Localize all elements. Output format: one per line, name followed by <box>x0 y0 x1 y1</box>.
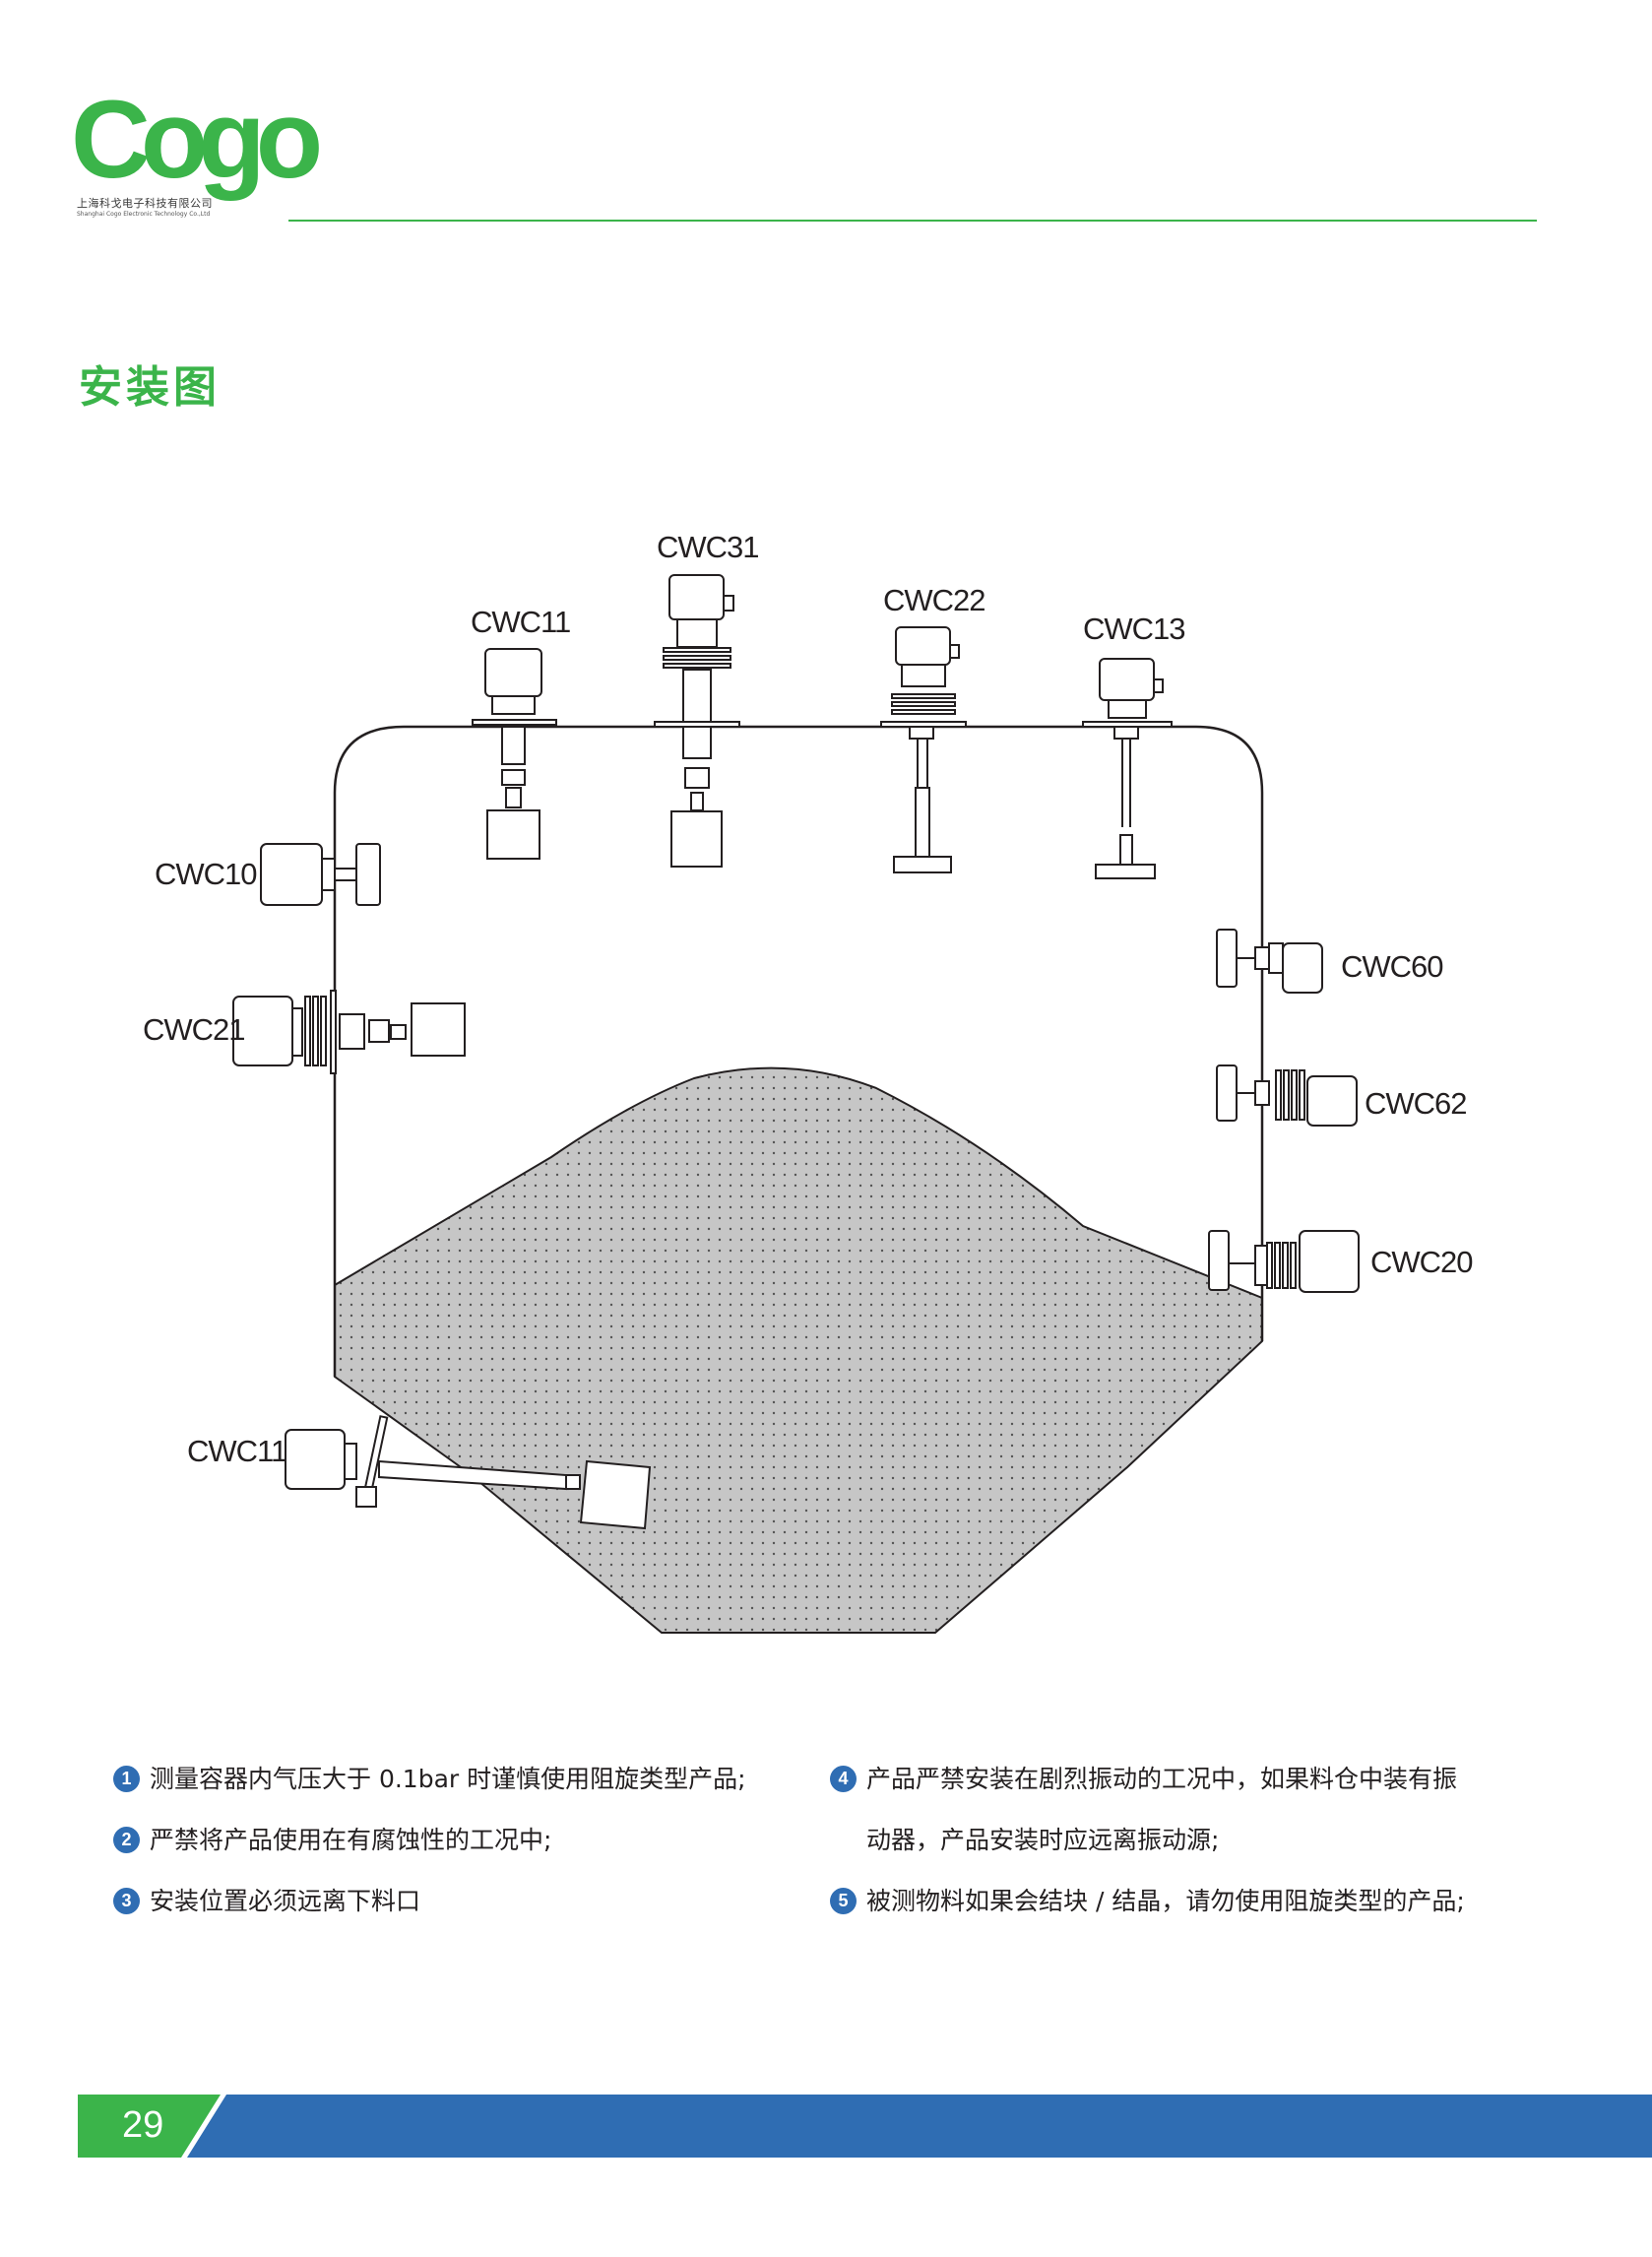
label-cwc31-top: CWC31 <box>657 530 759 564</box>
label-cwc13-top: CWC13 <box>1083 612 1185 646</box>
page-number: 29 <box>122 2104 164 2146</box>
note-text: 被测物料如果会结块 / 结晶，请勿使用阻旋类型的产品; <box>866 1887 1465 1915</box>
section-title: 安装图 <box>79 362 221 413</box>
label-cwc11-bottom: CWC11 <box>187 1434 286 1468</box>
note-text: 严禁将产品使用在有腐蚀性的工况中; <box>150 1826 552 1854</box>
label-cwc11-top: CWC11 <box>471 605 570 639</box>
label-cwc20-right: CWC20 <box>1370 1245 1473 1279</box>
sensor-cwc22-top <box>880 626 967 873</box>
note-item: 1 测量容器内气压大于 0.1bar 时谨慎使用阻旋类型产品; <box>113 1763 802 1824</box>
sensor-cwc11-bottom <box>285 1415 652 1530</box>
note-text: 安装位置必须远离下料口 <box>150 1887 421 1915</box>
sensor-cwc13-top <box>1082 658 1173 879</box>
note-item: 2 严禁将产品使用在有腐蚀性的工况中; <box>113 1824 802 1885</box>
sensor-cwc21-left <box>232 990 466 1074</box>
label-cwc22-top: CWC22 <box>883 583 985 617</box>
notes-right-column: 4 产品严禁安装在剧烈振动的工况中，如果料仓中装有振 动器，产品安装时应远离振动… <box>830 1763 1539 1946</box>
vessel-outline <box>333 725 1264 1377</box>
sensor-cwc10-left <box>260 843 381 906</box>
note-number-badge: 5 <box>830 1888 857 1914</box>
footer-bar <box>0 2095 1652 2158</box>
label-cwc21-left: CWC21 <box>143 1012 245 1047</box>
note-item: 4 产品严禁安装在剧烈振动的工况中，如果料仓中装有振 <box>830 1763 1539 1824</box>
logo-company-cn: 上海科戈电子科技有限公司 <box>77 197 213 210</box>
sensor-cwc20-right <box>1208 1230 1360 1293</box>
sensor-cwc62-right <box>1216 1064 1358 1127</box>
label-cwc10-left: CWC10 <box>155 857 257 891</box>
logo-wordmark: Cogo <box>71 78 320 201</box>
label-cwc60-right: CWC60 <box>1341 949 1443 984</box>
note-item: 5 被测物料如果会结块 / 结晶，请勿使用阻旋类型的产品; <box>830 1885 1539 1946</box>
note-item: 3 安装位置必须远离下料口 <box>113 1885 802 1946</box>
sensor-cwc11-top <box>472 648 557 860</box>
note-text-continuation: 动器，产品安装时应远离振动源; <box>866 1826 1220 1854</box>
note-number-badge: 4 <box>830 1766 857 1792</box>
material-heap <box>334 1066 1263 1634</box>
note-text: 测量容器内气压大于 0.1bar 时谨慎使用阻旋类型产品; <box>150 1765 746 1793</box>
logo-company-en: Shanghai Cogo Electronic Technology Co.,… <box>77 211 211 218</box>
cogo-logo: Cogo <box>71 78 330 201</box>
note-number-badge: 2 <box>113 1827 140 1853</box>
note-number-badge: 3 <box>113 1888 140 1914</box>
sensor-cwc60-right <box>1216 929 1323 994</box>
note-text: 产品严禁安装在剧烈振动的工况中，如果料仓中装有振 <box>866 1765 1458 1793</box>
note-number-badge: 1 <box>113 1766 140 1792</box>
header-rule <box>288 220 1537 222</box>
notes-left-column: 1 测量容器内气压大于 0.1bar 时谨慎使用阻旋类型产品; 2 严禁将产品使… <box>113 1763 802 1946</box>
label-cwc62-right: CWC62 <box>1365 1086 1467 1121</box>
sensor-cwc31-top <box>654 574 740 868</box>
